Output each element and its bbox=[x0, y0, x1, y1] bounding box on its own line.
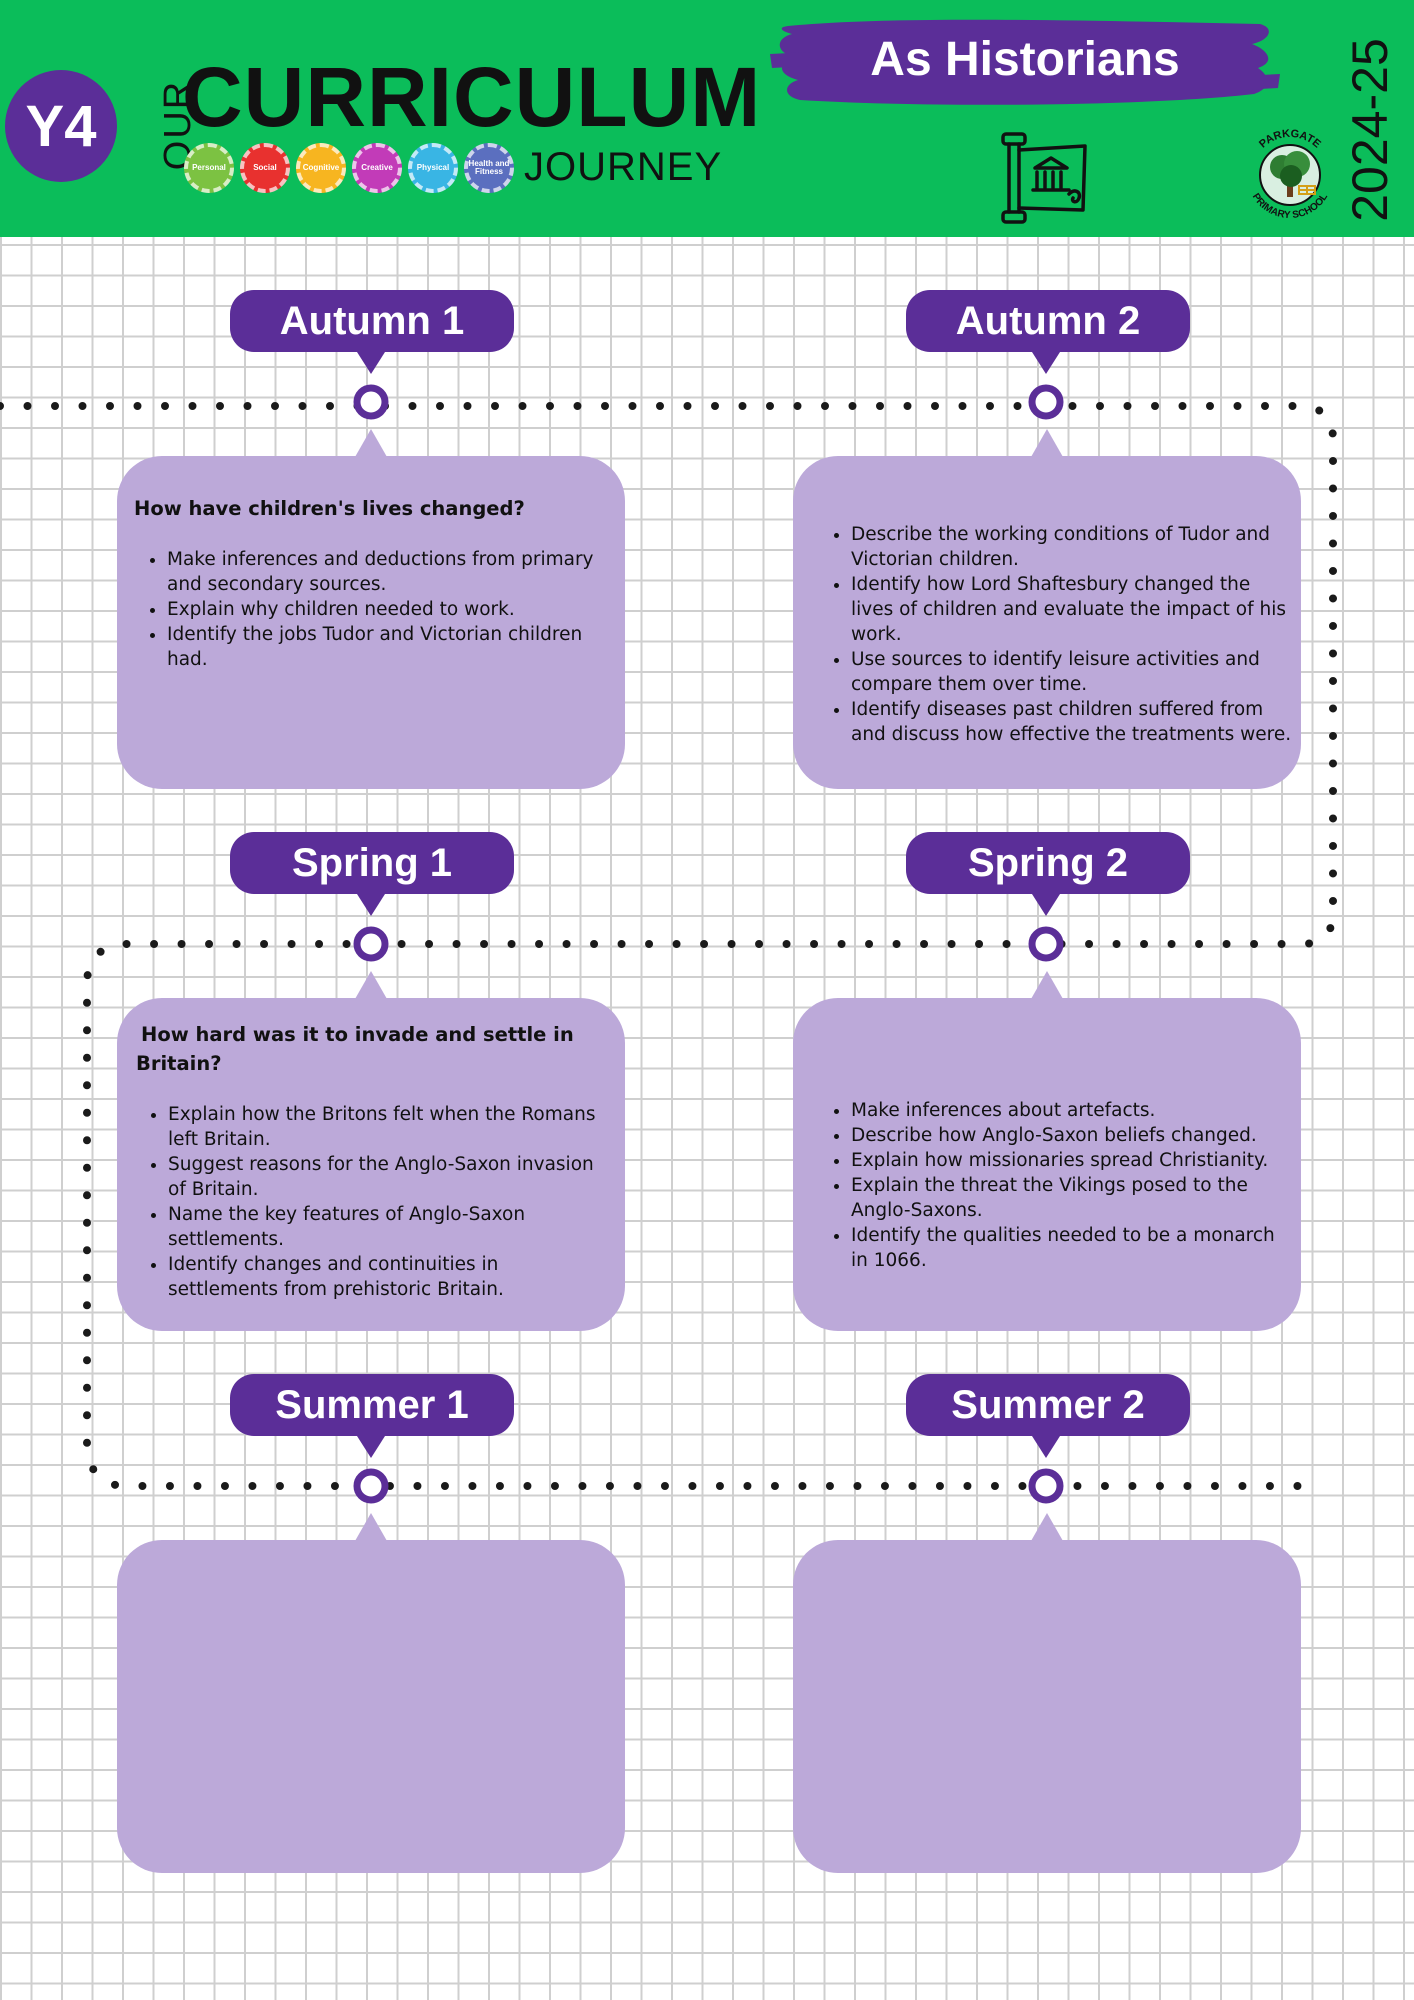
objectives-list: Make inferences about artefacts. Describ… bbox=[823, 1098, 1297, 1273]
list-item: Suggest reasons for the Anglo-Saxon inva… bbox=[168, 1152, 613, 1202]
gear-personal-icon: Personal bbox=[184, 143, 234, 193]
skill-gears: Personal Social Cognitive Creative Physi… bbox=[184, 143, 514, 193]
list-item: Explain the threat the Vikings posed to … bbox=[851, 1173, 1297, 1223]
curriculum-title: CURRICULUM bbox=[182, 50, 762, 144]
school-logo: PARKGATE PRIMARY SCHOOL bbox=[1235, 120, 1345, 234]
term-pointer-autumn1 bbox=[357, 352, 385, 374]
term-label-summer1: Summer 1 bbox=[230, 1374, 514, 1436]
list-item: Use sources to identify leisure activiti… bbox=[851, 647, 1297, 697]
page-header: Y4 OUR CURRICULUM Personal Social Cognit… bbox=[0, 0, 1414, 237]
objectives-list: Describe the working conditions of Tudor… bbox=[823, 522, 1297, 747]
term-label-spring2: Spring 2 bbox=[906, 832, 1190, 894]
card-summer2 bbox=[793, 1540, 1301, 1873]
list-item: Make inferences and deductions from prim… bbox=[167, 547, 605, 597]
list-item: Describe the working conditions of Tudor… bbox=[851, 522, 1297, 572]
journey-label: JOURNEY bbox=[524, 145, 723, 189]
term-pointer-summer2 bbox=[1032, 1436, 1060, 1458]
term-pointer-autumn2 bbox=[1032, 352, 1060, 374]
timeline-node-summer2 bbox=[1028, 1468, 1064, 1504]
gear-health-icon: Health and Fitness bbox=[464, 143, 514, 193]
card-spring1: How hard was it to invade and settle in … bbox=[117, 998, 625, 1331]
list-item: Make inferences about artefacts. bbox=[851, 1098, 1297, 1123]
term-label-autumn1: Autumn 1 bbox=[230, 290, 514, 352]
card-autumn1: How have children's lives changed? Make … bbox=[117, 456, 625, 789]
term-pointer-summer1 bbox=[357, 1436, 385, 1458]
card-pointer-summer2 bbox=[1031, 1513, 1063, 1541]
objectives-list: Explain how the Britons felt when the Ro… bbox=[136, 1102, 613, 1302]
term-label-summer2: Summer 2 bbox=[906, 1374, 1190, 1436]
list-item: Name the key features of Anglo-Saxon set… bbox=[168, 1202, 613, 1252]
year-badge: Y4 bbox=[5, 70, 117, 182]
timeline-node-autumn1 bbox=[353, 384, 389, 420]
list-item: Explain how missionaries spread Christia… bbox=[851, 1148, 1297, 1173]
term-pointer-spring2 bbox=[1032, 894, 1060, 916]
list-item: Identify how Lord Shaftesbury changed th… bbox=[851, 572, 1297, 647]
banner-title: As Historians bbox=[870, 33, 1180, 86]
subject-banner: As Historians bbox=[770, 14, 1280, 114]
term-pointer-spring1 bbox=[357, 894, 385, 916]
gear-cognitive-icon: Cognitive bbox=[296, 143, 346, 193]
gear-physical-icon: Physical bbox=[408, 143, 458, 193]
term-label-spring1: Spring 1 bbox=[230, 832, 514, 894]
card-question: How have children's lives changed? bbox=[134, 497, 525, 520]
list-item: Identify the jobs Tudor and Victorian ch… bbox=[167, 622, 605, 672]
card-question: How hard was it to invade and settle in … bbox=[136, 1023, 574, 1075]
timeline-node-summer1 bbox=[353, 1468, 389, 1504]
timeline-node-spring1 bbox=[353, 926, 389, 962]
list-item: Explain why children needed to work. bbox=[167, 597, 605, 622]
card-pointer-summer1 bbox=[355, 1513, 387, 1541]
term-label-autumn2: Autumn 2 bbox=[906, 290, 1190, 352]
list-item: Describe how Anglo-Saxon beliefs changed… bbox=[851, 1123, 1297, 1148]
card-pointer-spring2 bbox=[1031, 971, 1063, 999]
gear-creative-icon: Creative bbox=[352, 143, 402, 193]
objectives-list: Make inferences and deductions from prim… bbox=[134, 547, 605, 672]
timeline-node-spring2 bbox=[1028, 926, 1064, 962]
list-item: Identify the qualities needed to be a mo… bbox=[851, 1223, 1297, 1273]
gear-social-icon: Social bbox=[240, 143, 290, 193]
card-autumn2: Describe the working conditions of Tudor… bbox=[793, 456, 1301, 789]
timeline-node-autumn2 bbox=[1028, 384, 1064, 420]
card-pointer-spring1 bbox=[355, 971, 387, 999]
card-pointer-autumn2 bbox=[1031, 429, 1063, 457]
card-summer1 bbox=[117, 1540, 625, 1873]
list-item: Explain how the Britons felt when the Ro… bbox=[168, 1102, 613, 1152]
history-scroll-icon bbox=[995, 128, 1095, 232]
card-pointer-autumn1 bbox=[355, 429, 387, 457]
list-item: Identify diseases past children suffered… bbox=[851, 697, 1297, 747]
list-item: Identify changes and continuities in set… bbox=[168, 1252, 613, 1302]
card-spring2: Make inferences about artefacts. Describ… bbox=[793, 998, 1301, 1331]
